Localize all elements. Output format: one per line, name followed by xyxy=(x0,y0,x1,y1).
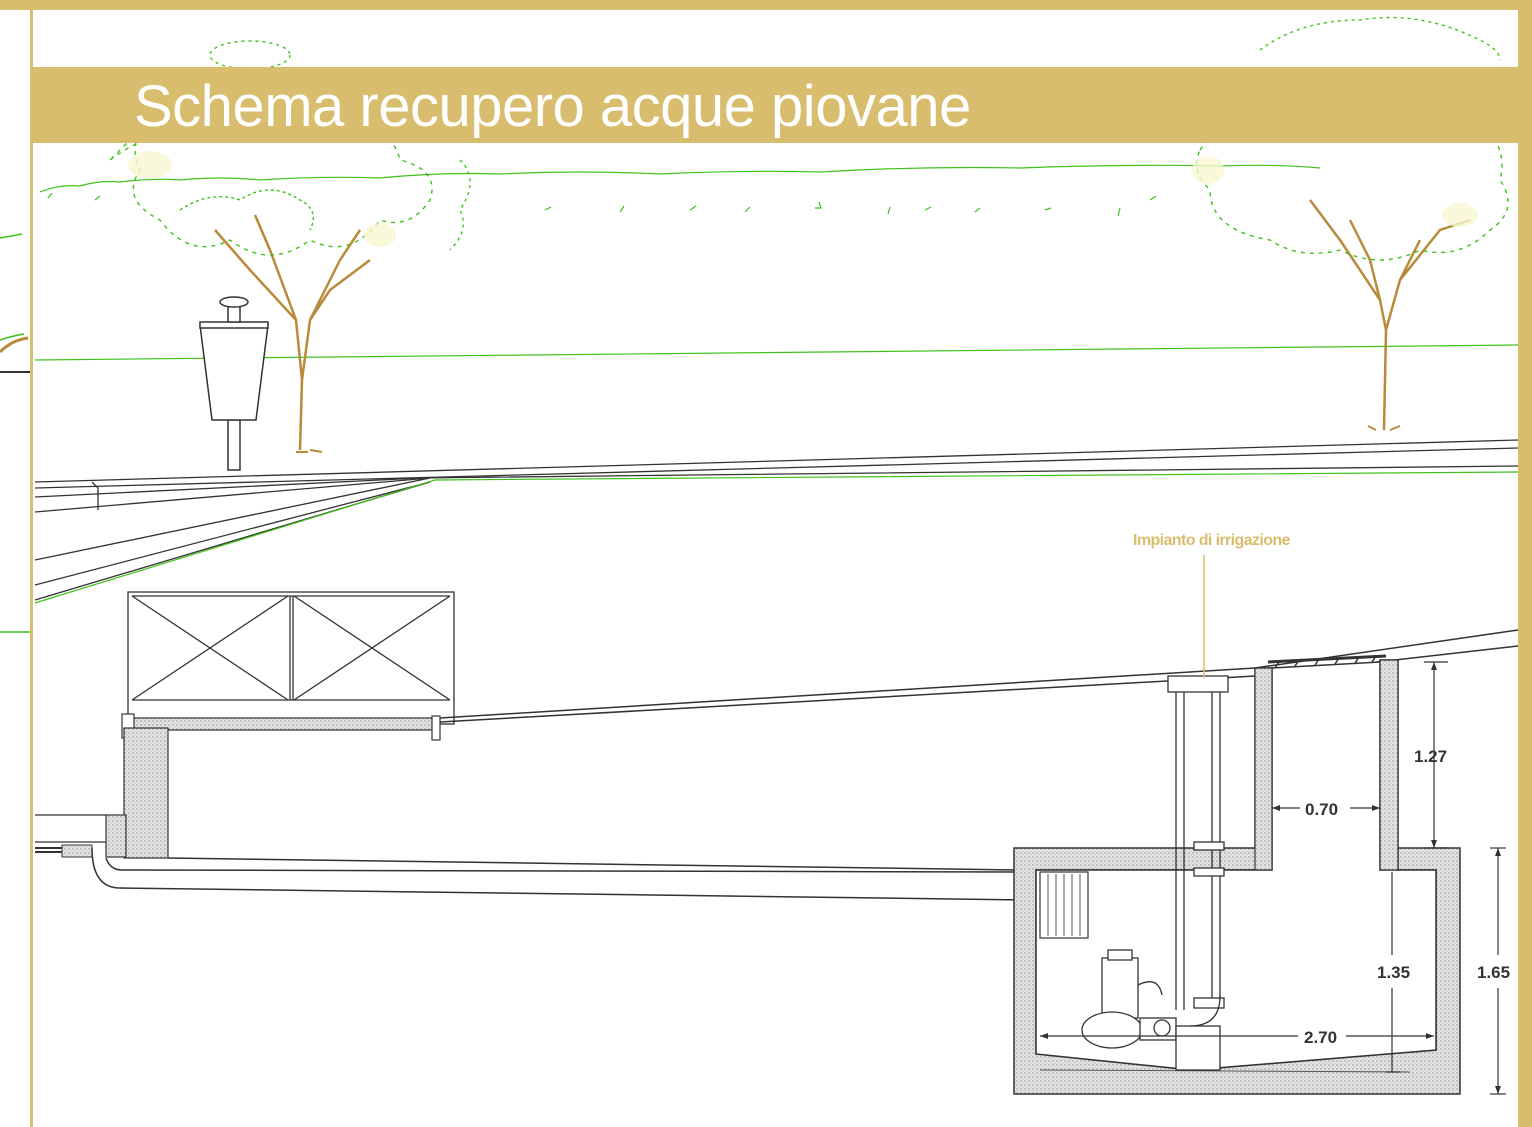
title-band: Schema recupero acque piovane xyxy=(32,67,1520,143)
tree-icon xyxy=(1192,16,1509,431)
right-border-inner xyxy=(1516,10,1518,1127)
street-lamp-icon xyxy=(199,296,269,471)
hedge-leaves xyxy=(47,192,1157,217)
railing xyxy=(127,591,455,725)
left-edge-fragment xyxy=(0,233,30,633)
background-ground-line xyxy=(34,344,1519,361)
deck-slab xyxy=(127,717,439,731)
collection-pipe xyxy=(91,847,1031,901)
left-border xyxy=(30,10,33,1127)
retaining-wall xyxy=(123,727,169,859)
dim-tank-width: 2.70 xyxy=(1304,1028,1337,1047)
dim-tank-inner-height: 1.35 xyxy=(1377,963,1410,982)
road-surface xyxy=(34,439,1519,601)
dim-tank-outer-height: 1.65 xyxy=(1477,963,1510,982)
dim-shaft-height: 1.27 xyxy=(1414,747,1447,766)
hedge-outline xyxy=(39,164,1321,193)
irrigation-callout: Impianto di irrigazione xyxy=(1133,532,1291,549)
dimension-lines xyxy=(1040,661,1506,1095)
dim-shaft-width: 0.70 xyxy=(1305,800,1338,819)
riser-pipe xyxy=(1167,675,1229,1010)
right-border xyxy=(1518,10,1532,1127)
page-title: Schema recupero acque piovane xyxy=(134,74,971,139)
submersible-pump-icon xyxy=(1081,949,1221,1071)
top-border xyxy=(0,0,1532,10)
storage-tank xyxy=(1013,654,1461,1095)
